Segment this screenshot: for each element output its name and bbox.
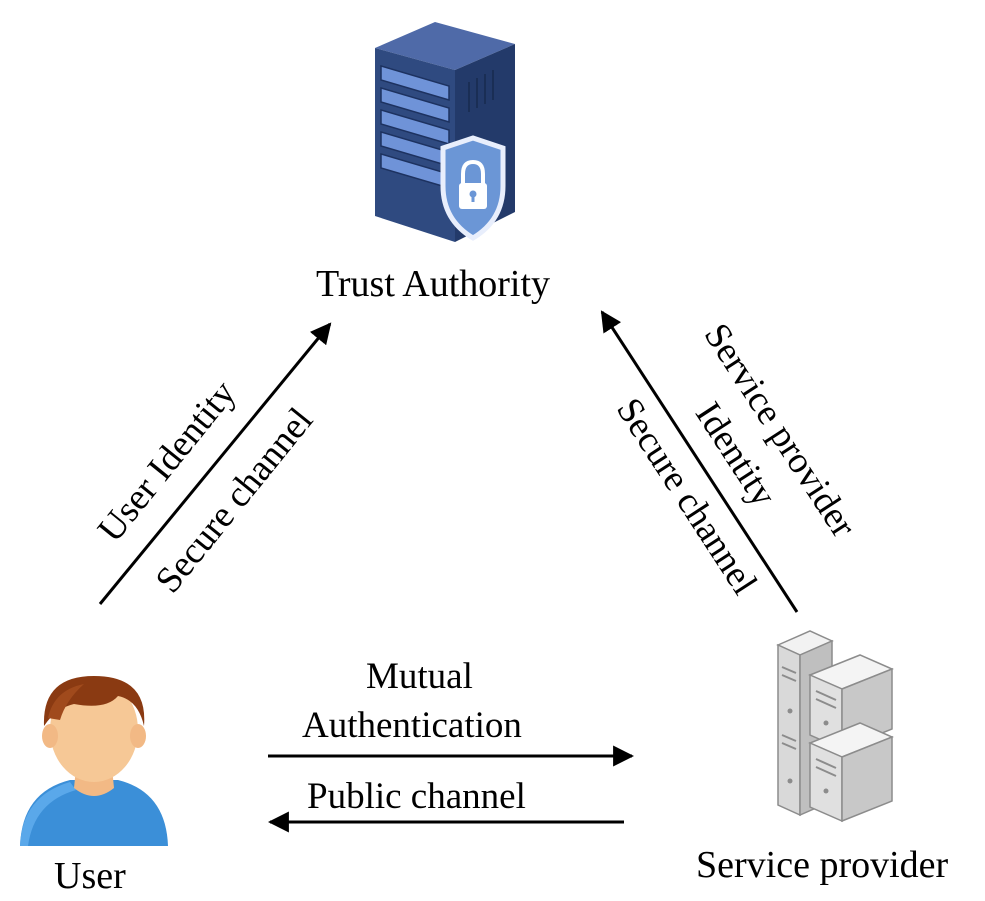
arrow-user-to-trust-authority (98, 322, 332, 605)
service-provider-label: Service provider (696, 844, 949, 886)
user-avatar-icon (20, 676, 168, 846)
user-label: User (54, 855, 126, 897)
authentication-label: Authentication (302, 705, 522, 746)
mutual-label: Mutual (366, 656, 473, 697)
trust-authority-label: Trust Authority (316, 263, 551, 305)
secure-server-icon (375, 22, 515, 242)
server-cluster-icon (776, 630, 894, 823)
public-channel-label: Public channel (307, 776, 526, 817)
arrow-service-provider-to-trust-authority (600, 310, 799, 613)
